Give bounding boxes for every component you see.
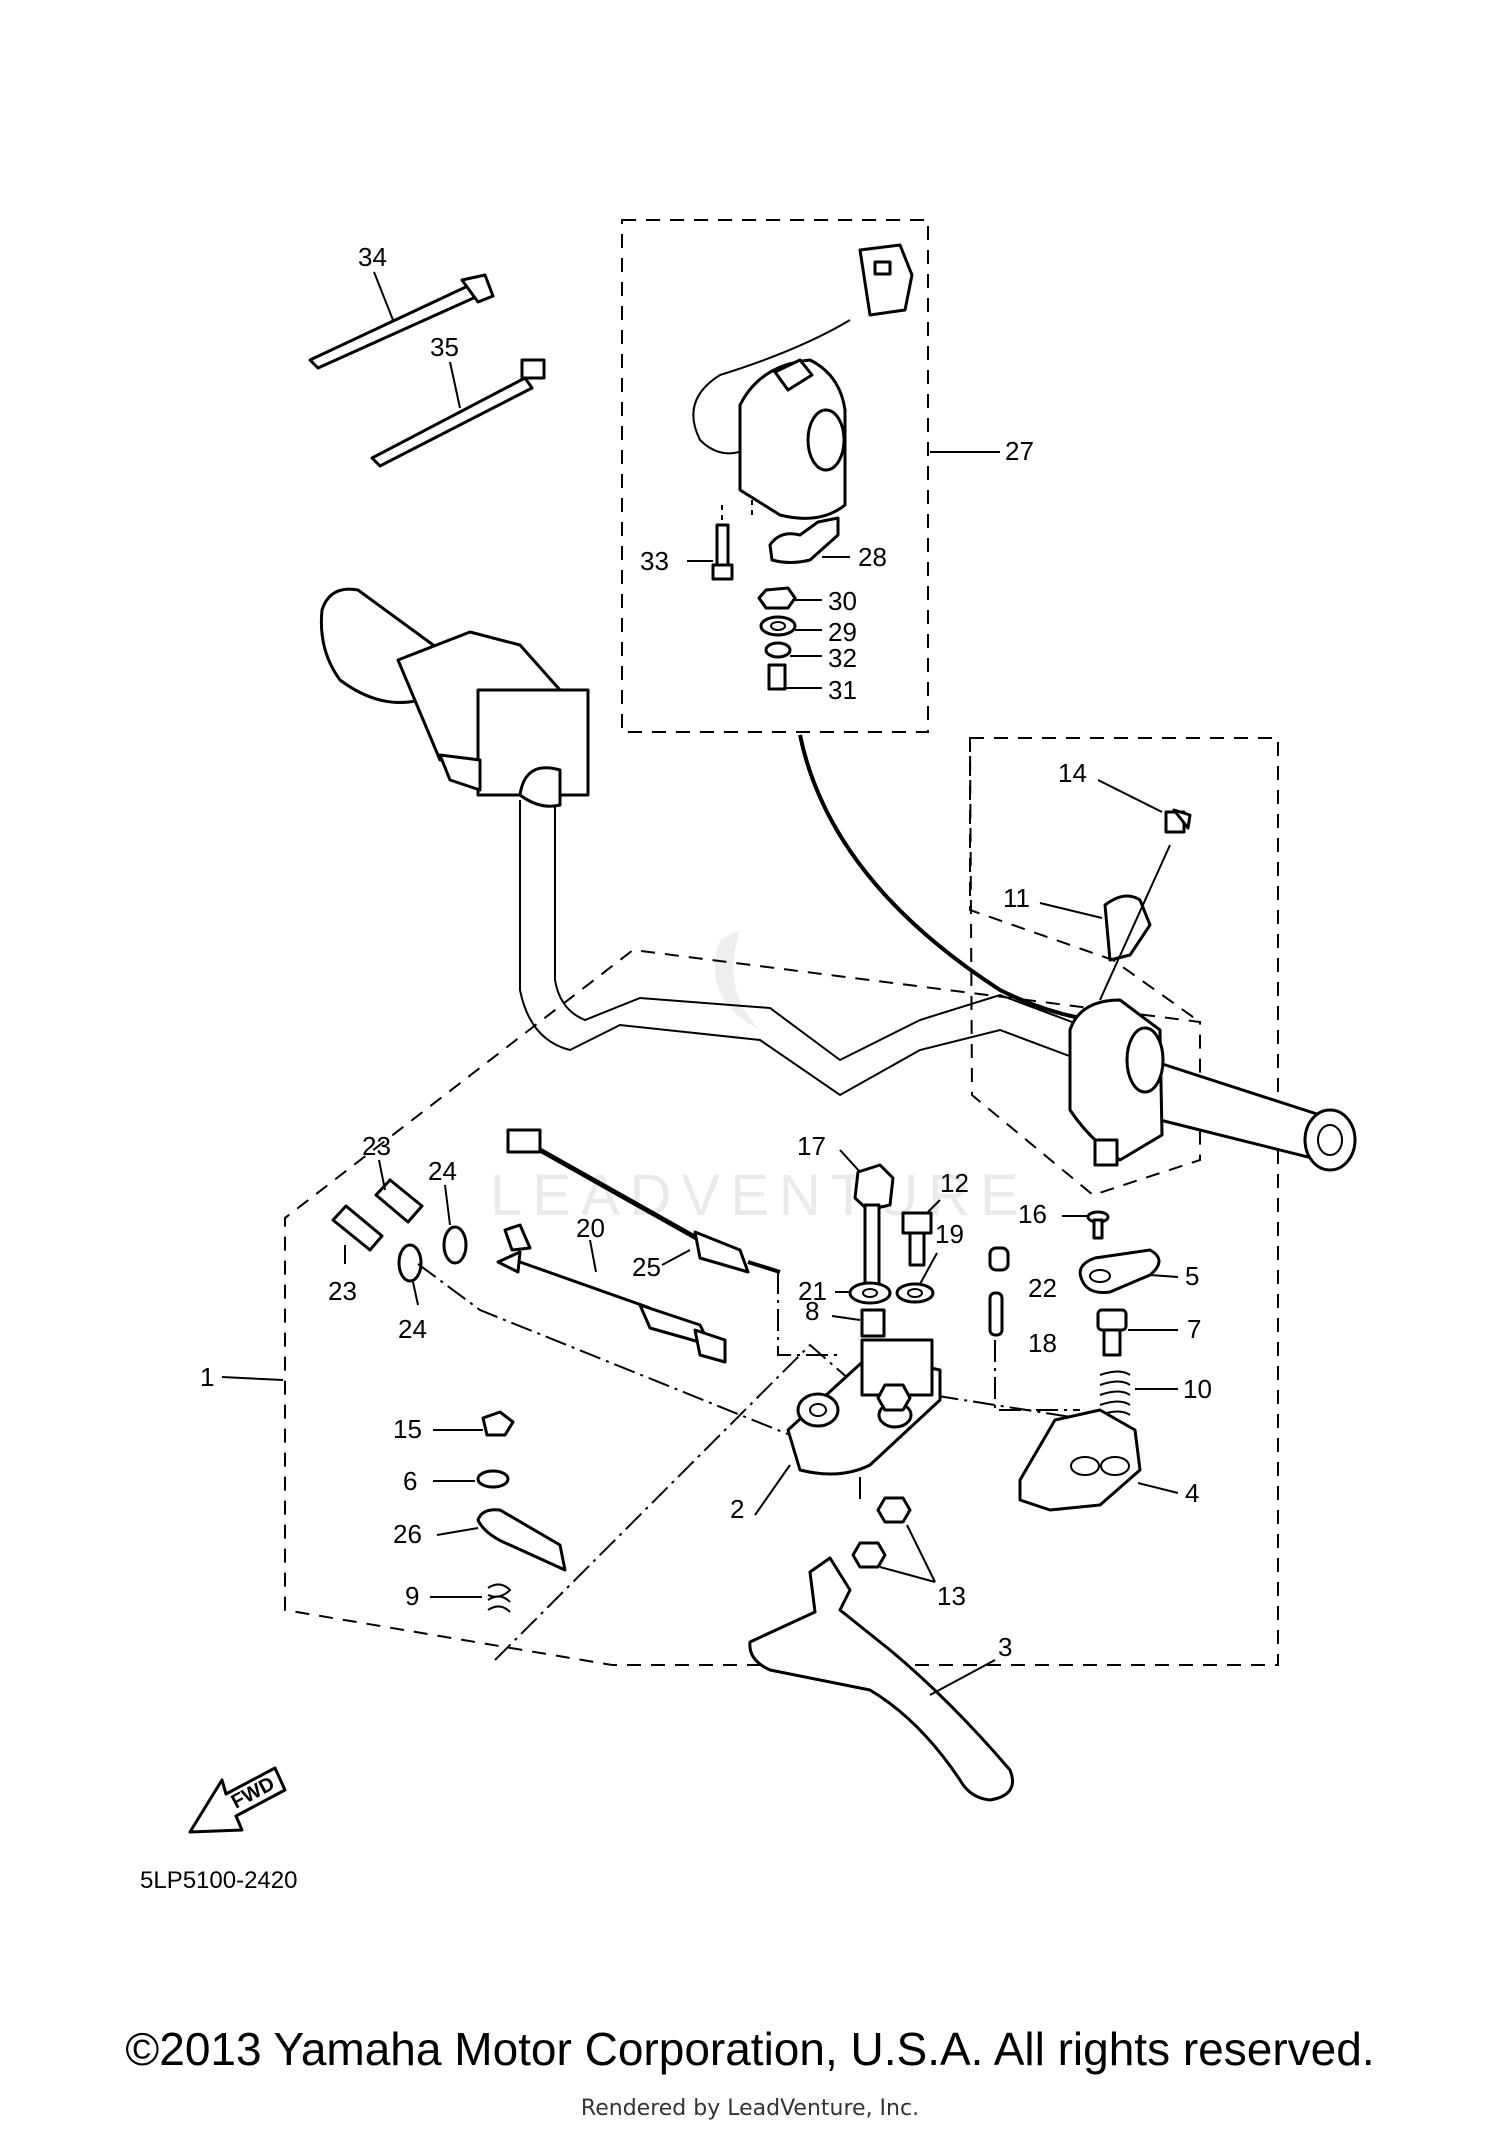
rendered-by-credit: Rendered by LeadVenture, Inc. bbox=[580, 2096, 920, 2121]
screw-33 bbox=[687, 500, 753, 581]
callout-21: 21 bbox=[798, 1276, 827, 1306]
nut-13b bbox=[876, 1496, 912, 1524]
bolt-15 bbox=[433, 1410, 515, 1437]
washer-29 bbox=[759, 615, 822, 637]
callout-7: 7 bbox=[1187, 1314, 1201, 1344]
callout-2: 2 bbox=[730, 1494, 744, 1524]
plate-5 bbox=[1078, 1248, 1179, 1294]
nut-30 bbox=[757, 586, 822, 610]
callout-20: 20 bbox=[576, 1213, 605, 1243]
callout-13: 13 bbox=[937, 1581, 966, 1611]
callout-22: 22 bbox=[1028, 1273, 1057, 1303]
bracket-2 bbox=[754, 1338, 942, 1516]
fwd-arrow-icon: FWD bbox=[188, 1766, 287, 1834]
callout-30: 30 bbox=[828, 586, 857, 616]
guide-line-25 bbox=[777, 1272, 840, 1356]
callout-24b: 24 bbox=[398, 1314, 427, 1344]
leader-1 bbox=[221, 1376, 284, 1381]
spring-9 bbox=[430, 1583, 512, 1613]
callout-34: 34 bbox=[358, 242, 387, 272]
callout-23b: 23 bbox=[328, 1276, 357, 1306]
adjuster-23b bbox=[331, 1204, 384, 1264]
lever-3 bbox=[748, 1556, 1014, 1802]
callout-6: 6 bbox=[403, 1466, 417, 1496]
callout-9: 9 bbox=[405, 1581, 419, 1611]
callout-14: 14 bbox=[1058, 758, 1087, 788]
callout-16: 16 bbox=[1018, 1199, 1047, 1229]
callout-8: 8 bbox=[805, 1296, 819, 1326]
callout-35: 35 bbox=[430, 332, 459, 362]
callout-11: 11 bbox=[1003, 883, 1030, 913]
diagram-code: 5LP5100-2420 bbox=[140, 1867, 298, 1894]
callout-labels: 34 35 27 33 28 30 29 32 31 14 11 23 24 1… bbox=[200, 242, 1212, 1662]
locknut-24b bbox=[397, 1243, 423, 1306]
callout-27: 27 bbox=[1005, 436, 1034, 466]
callout-3: 3 bbox=[998, 1632, 1012, 1662]
callout-17: 17 bbox=[797, 1131, 826, 1161]
callout-29: 29 bbox=[828, 617, 857, 647]
callout-32: 32 bbox=[828, 643, 857, 673]
nut-13a bbox=[876, 1383, 912, 1412]
switch-assembly-27 bbox=[692, 243, 1000, 520]
callout-31: 31 bbox=[828, 675, 857, 705]
collar-8 bbox=[831, 1308, 886, 1338]
handlebar bbox=[319, 587, 1357, 1172]
washer-19 bbox=[895, 1252, 938, 1304]
callout-28: 28 bbox=[858, 542, 887, 572]
callout-18: 18 bbox=[1028, 1328, 1057, 1358]
callout-23a: 23 bbox=[362, 1131, 391, 1161]
cover-box bbox=[969, 738, 1201, 1023]
callout-26: 26 bbox=[393, 1519, 422, 1549]
guide-line-cover bbox=[899, 1389, 1091, 1421]
pin-22 bbox=[988, 1246, 1010, 1272]
callout-1: 1 bbox=[200, 1362, 214, 1392]
locknut-24a bbox=[442, 1184, 468, 1265]
holder-4 bbox=[1018, 1408, 1179, 1512]
pin-18 bbox=[988, 1291, 1004, 1337]
callout-25: 25 bbox=[632, 1252, 661, 1282]
switch-lever-28 bbox=[768, 516, 850, 564]
callout-19: 19 bbox=[935, 1219, 964, 1249]
callout-24a: 24 bbox=[428, 1156, 457, 1186]
adjuster-23a bbox=[374, 1159, 424, 1224]
callout-5: 5 bbox=[1185, 1261, 1199, 1291]
guide-line-18 bbox=[994, 1340, 1080, 1411]
washer-6 bbox=[433, 1469, 510, 1489]
bolt-17 bbox=[839, 1149, 895, 1295]
bolt-12 bbox=[901, 1199, 941, 1267]
cover-11 bbox=[1039, 844, 1171, 1001]
cable-tie-35 bbox=[370, 358, 546, 468]
callout-12: 12 bbox=[940, 1168, 969, 1198]
callout-10: 10 bbox=[1183, 1374, 1212, 1404]
washer-32 bbox=[764, 641, 822, 659]
screw-14 bbox=[1097, 779, 1192, 834]
plate-26 bbox=[436, 1508, 567, 1572]
callout-33: 33 bbox=[640, 546, 669, 576]
spring-10 bbox=[1099, 1370, 1178, 1416]
guide-line-9 bbox=[494, 1343, 851, 1661]
copyright-notice: ©2013 Yamaha Motor Corporation, U.S.A. A… bbox=[125, 2023, 1375, 2075]
washer-21 bbox=[835, 1281, 892, 1305]
switch-rod-20 bbox=[496, 1223, 727, 1364]
screw-16 bbox=[1062, 1210, 1110, 1240]
front-switch-box bbox=[284, 737, 1279, 1666]
nut-13c bbox=[851, 1524, 936, 1583]
switch-cable-25 bbox=[506, 1128, 781, 1274]
cable-tie-34 bbox=[308, 271, 495, 370]
bolt-7 bbox=[1096, 1308, 1178, 1357]
callout-15: 15 bbox=[393, 1414, 422, 1444]
callout-4: 4 bbox=[1185, 1478, 1199, 1508]
switch-assembly-box bbox=[621, 219, 929, 733]
guide-line-24 bbox=[417, 1263, 791, 1436]
screw-31 bbox=[767, 663, 822, 691]
